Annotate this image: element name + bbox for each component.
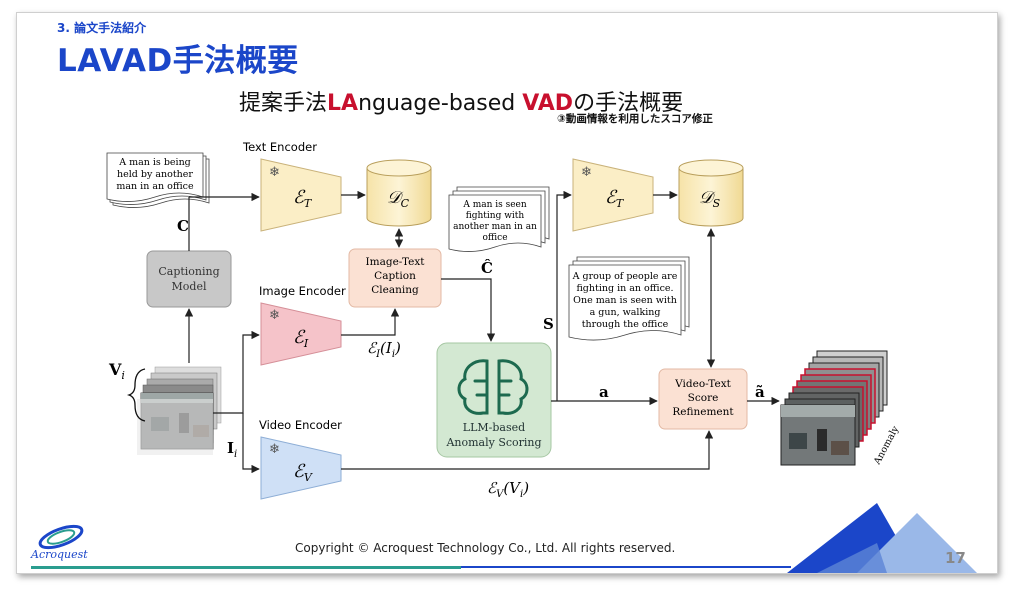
summary-document: A group of people are fighting in an off…	[568, 256, 690, 341]
brain-icon	[457, 359, 529, 415]
summary-database-cylinder: 𝒟S	[678, 159, 744, 227]
text-encoder-block-2: ❄ ℰT	[572, 158, 654, 232]
captioning-model-box: Captioning Model	[146, 250, 232, 308]
image-encoder-block: ❄ ℰI	[260, 302, 342, 366]
doc1-line-3: man in an office	[116, 181, 194, 192]
enc-t-symbol: ℰT	[293, 187, 313, 210]
decorative-triangles	[787, 503, 977, 573]
frame-shadow	[137, 399, 213, 455]
vi-brace	[126, 368, 146, 422]
subtitle-mid: nguage-based	[358, 91, 523, 116]
flow-arrows	[184, 190, 780, 474]
label-s: S	[543, 315, 554, 333]
label-chat: Ĉ	[481, 259, 493, 277]
svg-text:Video-Text: Video-Text	[674, 378, 732, 390]
doc2-line-4: office	[482, 233, 507, 243]
subtitle-red-vad: VAD	[522, 91, 574, 116]
slide-subtitle: 提案手法LAnguage-based VADの手法概要	[239, 85, 683, 117]
text-encoder-label: Text Encoder	[242, 140, 317, 154]
db-c-symbol: 𝒟C	[387, 188, 410, 210]
label-vi: Vi	[108, 360, 125, 382]
caption-document-1: A man is being held by another man in an…	[106, 152, 210, 208]
enc-t-symbol-2: ℰT	[605, 187, 625, 210]
page-number: 17	[945, 549, 966, 567]
doc2-line-2: fighting with	[466, 211, 525, 221]
acroquest-logo-mark	[38, 524, 84, 550]
svg-text:Cleaning: Cleaning	[371, 284, 419, 296]
snowflake-icon: ❄	[269, 442, 280, 457]
label-c: C	[177, 217, 189, 235]
score-refinement-box: Video-Text Score Refinement	[658, 368, 748, 430]
caption-database-cylinder: 𝒟C	[366, 159, 432, 227]
label-ii: Ii	[227, 439, 237, 460]
doc1-line-1: A man is being	[118, 157, 191, 168]
svg-text:Anomaly Scoring: Anomaly Scoring	[445, 436, 541, 449]
svg-text:Image-Text: Image-Text	[365, 256, 425, 268]
svg-text:fighting in an office.: fighting in an office.	[576, 283, 673, 294]
svg-text:a gun, walking: a gun, walking	[590, 307, 661, 318]
label-atilde: ã	[755, 383, 765, 401]
enc-v-symbol: ℰV	[293, 461, 313, 484]
video-encoder-block: ❄ ℰV	[260, 436, 342, 500]
db-s-symbol: 𝒟S	[699, 188, 721, 210]
subtitle-red-la: LA	[327, 91, 359, 116]
label-a: a	[599, 383, 609, 401]
page-title: LAVAD手法概要	[57, 43, 299, 79]
caption-cleaning-box: Image-Text Caption Cleaning	[348, 248, 442, 308]
label-ev-vi: ℰV(Vi)	[487, 479, 529, 500]
doc1-line-2: held by another	[117, 169, 193, 180]
doc2-line-1: A man is seen	[462, 200, 527, 210]
footer-line-blue	[461, 566, 791, 568]
subtitle-post: の手法概要	[573, 91, 684, 116]
svg-text:One man is seen with: One man is seen with	[573, 295, 677, 306]
svg-text:LLM-based: LLM-based	[463, 421, 525, 434]
snowflake-icon: ❄	[581, 165, 592, 180]
caption-document-2: A man is seen fighting with another man …	[448, 186, 550, 252]
lavad-diagram: A man is being held by another man in an…	[38, 140, 977, 573]
doc2-line-3: another man in an	[453, 222, 537, 232]
company-logo-text: Acroquest	[31, 548, 88, 561]
svg-text:Caption: Caption	[374, 270, 416, 282]
slide: 3. 論文手法紹介 LAVAD手法概要 提案手法LAnguage-based V…	[16, 12, 998, 574]
subtitle-pre: 提案手法	[239, 91, 328, 116]
anomaly-label: Anomaly	[871, 424, 901, 467]
video-encoder-label: Video Encoder	[259, 418, 342, 432]
svg-text:Model: Model	[172, 280, 207, 293]
label-ei-ii: ℰI(Ii)	[367, 339, 401, 360]
svg-text:Captioning: Captioning	[158, 265, 219, 278]
svg-text:A group of people are: A group of people are	[572, 271, 678, 282]
step-note: ③動画情報を利用したスコア修正	[557, 113, 713, 125]
svg-text:Score: Score	[688, 392, 719, 404]
footer-line-green	[31, 566, 461, 569]
section-label: 3. 論文手法紹介	[57, 21, 147, 35]
snowflake-icon: ❄	[269, 308, 280, 323]
enc-i-symbol: ℰI	[293, 327, 309, 350]
svg-text:through the office: through the office	[582, 319, 669, 330]
copyright-text: Copyright © Acroquest Technology Co., Lt…	[295, 541, 676, 555]
llm-scoring-box: LLM-based Anomaly Scoring	[436, 342, 552, 458]
snowflake-icon: ❄	[269, 165, 280, 180]
image-encoder-label: Image Encoder	[259, 284, 346, 298]
svg-text:Refinement: Refinement	[672, 406, 734, 418]
text-encoder-block: ❄ ℰT	[260, 158, 342, 232]
output-video-frames	[780, 350, 888, 466]
